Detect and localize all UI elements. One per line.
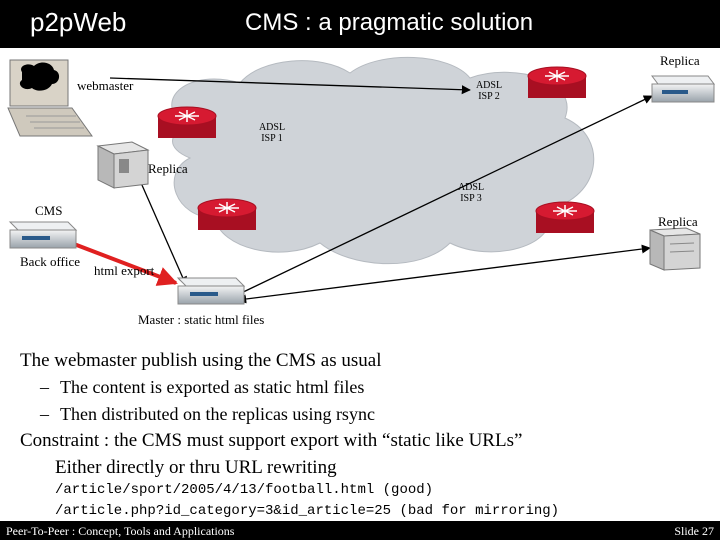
slide-title: CMS : a pragmatic solution (245, 9, 534, 36)
footer-course-title: Peer-To-Peer : Concept, Tools and Applic… (6, 524, 235, 538)
workstation-icon (7, 59, 93, 137)
slide-header: p2pWeb CMS : a pragmatic solution (0, 0, 720, 48)
adsl-isp1-label: ADSL ISP 1 (258, 122, 286, 144)
router-icon (527, 66, 587, 98)
master-label: Master : static html files (138, 312, 265, 327)
server-rack-icon (8, 221, 78, 249)
bullet-constraint: Constraint : the CMS must support export… (20, 430, 523, 451)
router-icon (157, 106, 217, 138)
html-export-arrow (73, 242, 178, 286)
replica-label-mid: Replica (148, 161, 188, 176)
server-rack-icon (176, 277, 246, 305)
connection-lines (109, 77, 653, 304)
slide-footer: Peer-To-Peer : Concept, Tools and Applic… (0, 521, 720, 540)
server-tower-icon (649, 227, 701, 271)
bullet-webmaster: The webmaster publish using the CMS as u… (20, 350, 382, 371)
network-diagram: Replica webmaster ADSL ISP 2 ADSL ISP 1 … (0, 48, 720, 348)
webmaster-label: webmaster (77, 78, 134, 93)
back-office-label: Back office (20, 254, 81, 269)
code-bad-url: /article.php?id_category=3&id_article=25… (55, 503, 560, 519)
adsl-isp3-label: ADSL ISP 3 (457, 182, 485, 204)
replica-label-top: Replica (660, 53, 700, 68)
dash-glyph: – (40, 404, 49, 424)
server-rack-icon (651, 75, 715, 103)
server-tower-icon (96, 141, 150, 189)
html-export-label: html export (94, 263, 155, 278)
dash-glyph: – (40, 377, 49, 397)
diagram-canvas (7, 57, 715, 305)
sub-bullet-rsync: –Then distributed on the replicas using … (40, 404, 375, 424)
replica-label-right: Replica (658, 214, 698, 229)
router-icon (197, 198, 257, 230)
footer-slide-number: Slide 27 (674, 524, 714, 538)
adsl-isp2-label: ADSL ISP 2 (475, 80, 503, 102)
cms-label: CMS (35, 203, 63, 218)
app-title: p2pWeb (30, 7, 127, 37)
bullet-rewriting: Either directly or thru URL rewriting (55, 457, 337, 478)
code-good-url: /article/sport/2005/4/13/football.html (… (55, 482, 434, 498)
sub-bullet-export: –The content is exported as static html … (40, 377, 365, 397)
router-icon (535, 201, 595, 233)
